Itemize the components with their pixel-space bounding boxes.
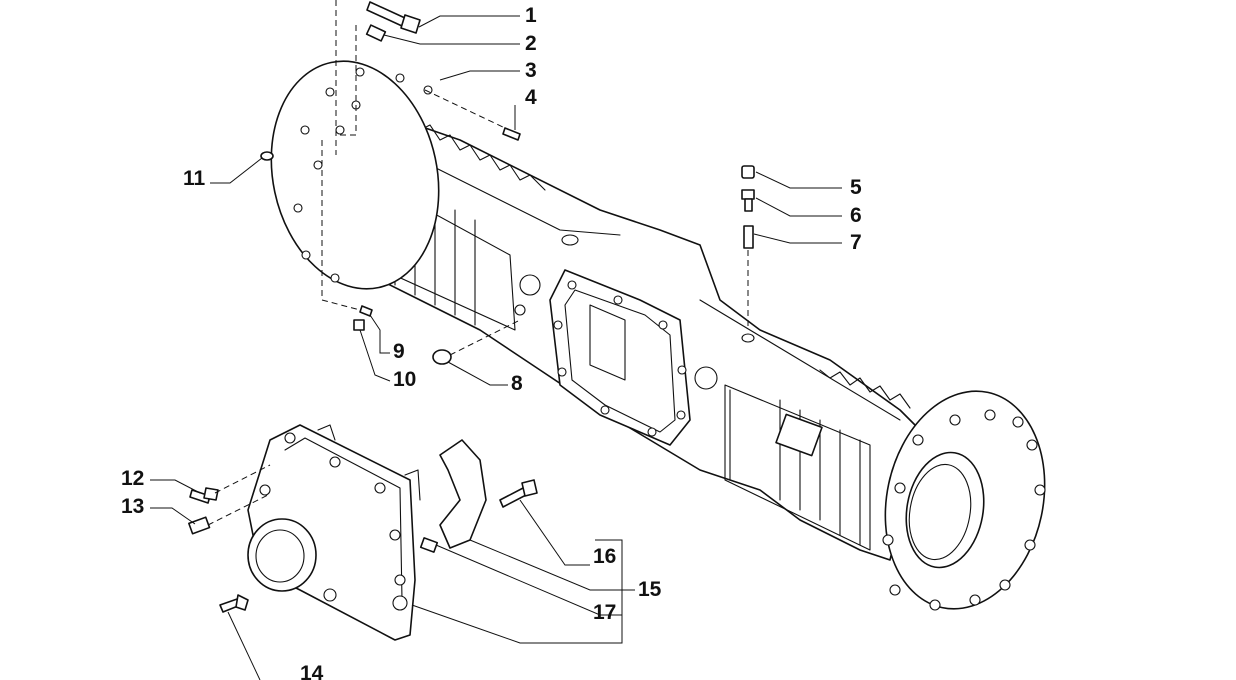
- o-ring-11: [260, 151, 274, 161]
- callout-11: 11: [183, 167, 206, 190]
- bolt-12: [189, 487, 219, 504]
- breather-6: [741, 189, 755, 212]
- bearing-cap-16: [439, 439, 487, 549]
- pinion-housing-15: [247, 424, 421, 641]
- dowel-13: [188, 516, 211, 535]
- callout-1: 1: [525, 4, 537, 27]
- sleeve-17: [419, 537, 439, 553]
- callout-9: 9: [393, 340, 405, 363]
- bolt-16: [499, 479, 538, 508]
- plug-10: [353, 319, 365, 331]
- callout-5: 5: [850, 176, 862, 199]
- callout-17: 17: [593, 601, 616, 624]
- callout-15: 15: [638, 578, 662, 601]
- left-wheel-flange: [270, 60, 440, 290]
- callout-12: 12: [121, 467, 144, 490]
- plug-8: [432, 349, 452, 365]
- callout-3: 3: [525, 59, 537, 82]
- callout-10: 10: [393, 368, 416, 391]
- cap-5: [741, 165, 755, 179]
- callout-8: 8: [511, 372, 523, 395]
- callout-6: 6: [850, 204, 862, 227]
- callout-16: 16: [593, 545, 616, 568]
- bolt-14: [219, 594, 249, 613]
- callout-2: 2: [525, 32, 537, 55]
- dowel-2: [365, 24, 387, 42]
- leader-lines: [150, 15, 842, 680]
- callout-13: 13: [121, 495, 144, 518]
- stud-4: [502, 127, 521, 141]
- alignment-lines: [207, 0, 749, 526]
- bolt-1: [366, 1, 421, 34]
- callout-14: 14: [300, 662, 324, 680]
- callout-4: 4: [525, 86, 537, 109]
- callout-7: 7: [850, 231, 862, 254]
- screw-9: [359, 305, 373, 317]
- callout-labels: 1 2 3 4 5 6 7 8 9 10 11 12 13 14 15 16 1…: [121, 4, 862, 680]
- differential-opening: [549, 269, 691, 446]
- fitting-7: [743, 225, 754, 249]
- right-wheel-flange: [882, 390, 1046, 611]
